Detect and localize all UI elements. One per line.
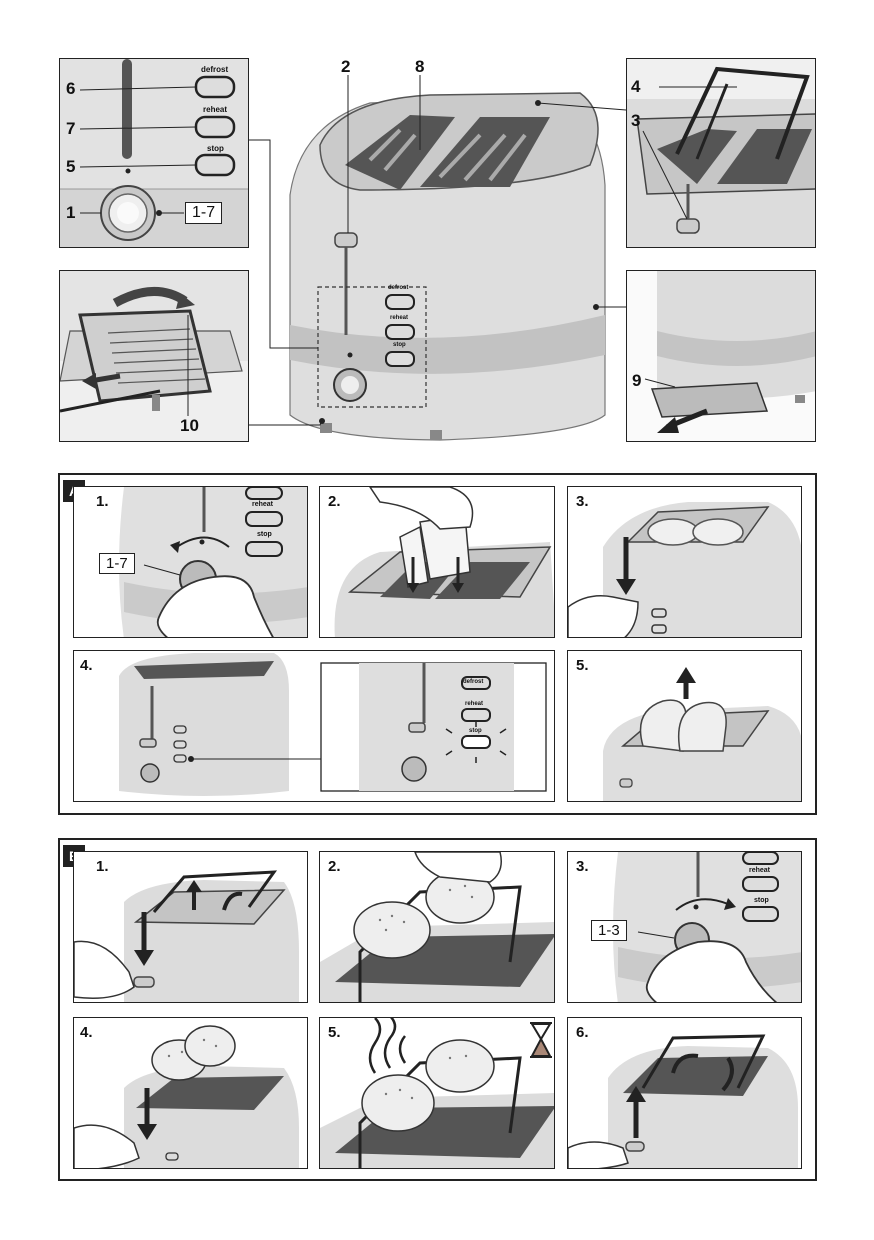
step-b3-panel: 3. 1-3 reheat stop: [567, 851, 802, 1003]
bun-rack-detail: 4 3: [626, 58, 816, 248]
section-a-frame: [58, 473, 817, 815]
step-a4-defrost-label: defrost: [463, 679, 484, 685]
callout-9: 9: [632, 371, 642, 390]
step-a3-number: 3.: [576, 493, 589, 510]
control-panel-detail: defrost reheat stop 6 7 5 1 1-7: [59, 58, 249, 248]
step-a1-setting: 1-7: [99, 553, 135, 574]
callout-5: 5: [66, 157, 76, 176]
step-a5-panel: 5.: [567, 650, 802, 802]
step-b4-number: 4.: [80, 1024, 93, 1041]
callout-10: 10: [180, 416, 199, 435]
step-b2-number: 2.: [328, 858, 341, 875]
step-a1-panel: 1. 1-7 reheat stop: [73, 486, 308, 638]
step-a4-number: 4.: [80, 657, 93, 674]
step-a2-panel: 2.: [319, 486, 555, 638]
callout-6: 6: [66, 79, 76, 98]
step-b1-panel: 1.: [73, 851, 308, 1003]
step-a1-reheat-label: reheat: [252, 501, 274, 508]
browning-range-label: 1-7: [185, 202, 223, 224]
defrost-label: defrost: [201, 65, 229, 74]
step-a3-panel: 3.: [567, 486, 802, 638]
step-a4-reheat-label: reheat: [465, 701, 484, 707]
step-a4-panel: 4. defrost reheat stop: [73, 650, 555, 802]
step-b6-panel: 6.: [567, 1017, 802, 1169]
step-b5-panel: 5.: [319, 1017, 555, 1169]
step-a5-number: 5.: [576, 657, 589, 674]
section-b-frame: [58, 838, 817, 1181]
step-b3-reheat-label: reheat: [749, 867, 771, 874]
callout-3: 3: [631, 111, 641, 130]
main-stop-label: stop: [393, 342, 406, 348]
crumb-tray-removal-detail: 9: [626, 270, 816, 442]
callout-2: 2: [341, 57, 351, 76]
step-a1-stop-label: stop: [257, 531, 272, 538]
stop-label: stop: [207, 144, 224, 153]
callout-4: 4: [631, 77, 641, 96]
callout-7: 7: [66, 119, 76, 138]
step-b4-panel: 4.: [73, 1017, 308, 1169]
step-a2-number: 2.: [328, 493, 341, 510]
toaster-main-view: 2 8 defrost reheat stop: [280, 55, 610, 450]
step-b2-panel: 2.: [319, 851, 555, 1003]
reheat-label: reheat: [203, 105, 228, 114]
step-a4-stop-label: stop: [469, 728, 482, 734]
step-b3-stop-label: stop: [754, 897, 769, 904]
step-a1-number: 1.: [96, 493, 109, 510]
callout-8: 8: [415, 57, 425, 76]
step-b6-number: 6.: [576, 1024, 589, 1041]
main-reheat-label: reheat: [390, 315, 409, 321]
step-b3-number: 3.: [576, 858, 589, 875]
step-b3-setting: 1-3: [591, 920, 627, 941]
step-b1-number: 1.: [96, 858, 109, 875]
connector-lines: [249, 102, 627, 426]
crumb-tray-detail: 10: [59, 270, 249, 442]
main-defrost-label: defrost: [388, 285, 409, 291]
callout-1: 1: [66, 203, 76, 222]
step-b5-number: 5.: [328, 1024, 341, 1041]
